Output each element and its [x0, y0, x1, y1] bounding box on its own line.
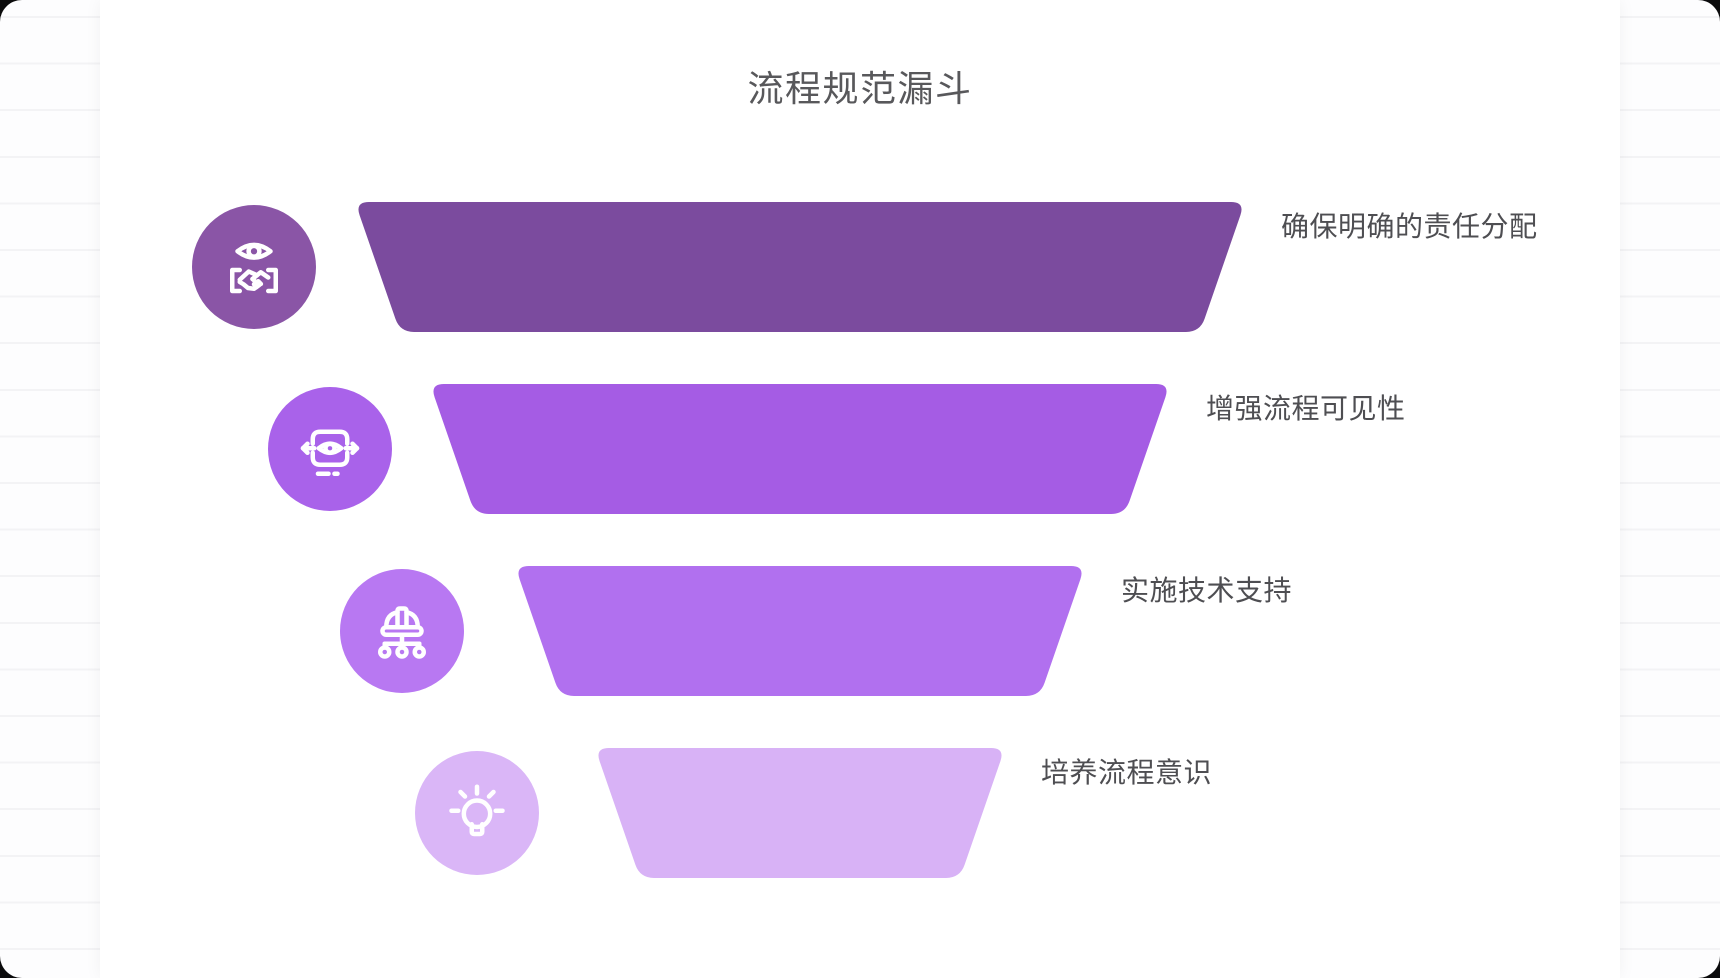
hardhat-org-icon [378, 606, 426, 659]
eye-scan-icon [300, 429, 360, 476]
funnel-level-1-badge [192, 205, 316, 329]
lightbulb-icon [449, 784, 505, 837]
funnel-level-2-label: 增强流程可见性 [1206, 393, 1406, 424]
funnel-level-1-label: 确保明确的责任分配 [1281, 211, 1538, 242]
funnel-level-3-label: 实施技术支持 [1121, 575, 1293, 606]
ruled-paper-right [1620, 0, 1720, 978]
eye-handshake-icon [230, 242, 278, 294]
funnel-level-4-label: 培养流程意识 [1041, 757, 1213, 788]
funnel-level-3-badge [340, 569, 464, 693]
ruled-paper-left [0, 0, 100, 978]
funnel-level-4-badge [415, 751, 539, 875]
chart-title: 流程规范漏斗 [747, 68, 973, 109]
funnel-level-2-badge [268, 387, 392, 511]
